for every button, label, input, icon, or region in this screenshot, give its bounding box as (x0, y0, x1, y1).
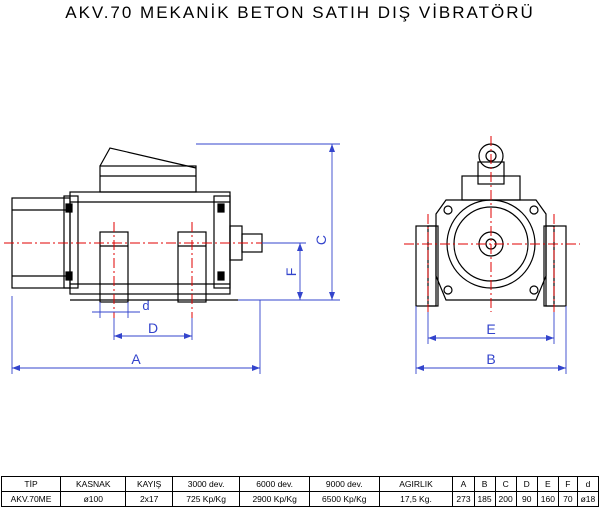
dim-label-e: E (486, 321, 495, 337)
col-header: D (515, 476, 538, 492)
col-header: E (536, 476, 559, 492)
table-cell: 6500 Kp/Kg (308, 491, 380, 507)
col-header: KAYIŞ (125, 476, 173, 492)
spec-table: TİP KASNAK KAYIŞ 3000 dev. 6000 dev. 900… (0, 476, 600, 507)
table-row: AKV.70ME ø100 2x17 725 Kp/Kg 2900 Kp/Kg … (0, 491, 600, 507)
front-centerlines (404, 136, 580, 312)
table-cell: ø100 (60, 491, 127, 507)
flange-left (63, 195, 79, 289)
spec-header-row: TİP KASNAK KAYIŞ 3000 dev. 6000 dev. 900… (0, 476, 600, 492)
col-header: d (576, 476, 600, 492)
table-cell: 160 (536, 491, 559, 507)
drawing-title: AKV.70 MEKANİK BETON SATIH DIŞ VİBRATÖRÜ (65, 3, 535, 22)
dim-label-D: D (148, 320, 158, 336)
table-cell: 2900 Kp/Kg (239, 491, 310, 507)
table-cell: 70 (557, 491, 578, 507)
col-header: AGIRLIK (378, 476, 454, 492)
technical-drawing: A D d C F E B (4, 136, 580, 374)
table-cell: 273 (452, 491, 475, 507)
col-header: 6000 dev. (239, 476, 310, 492)
side-dimensions (11, 143, 340, 374)
col-header: KASNAK (60, 476, 127, 492)
dim-label-c: C (313, 235, 329, 245)
front-dimensions (415, 306, 567, 374)
dim-label-f: F (283, 268, 299, 277)
front-foot-left (415, 225, 437, 307)
col-header: B (473, 476, 496, 492)
table-cell: 17,5 Kg. (378, 491, 454, 507)
table-cell: 200 (494, 491, 517, 507)
col-header: F (557, 476, 578, 492)
side-arrows (12, 144, 335, 371)
belt-guard (99, 147, 197, 169)
front-arrows (416, 335, 566, 371)
side-centerlines (4, 222, 296, 318)
table-cell: AKV.70ME (0, 491, 62, 507)
col-header: 9000 dev. (308, 476, 380, 492)
col-header: 3000 dev. (171, 476, 241, 492)
col-header: A (452, 476, 475, 492)
table-cell: ø18 (576, 491, 600, 507)
col-header: C (494, 476, 517, 492)
top-cover (99, 165, 197, 193)
table-cell: 725 Kp/Kg (171, 491, 241, 507)
dim-label-a: A (131, 351, 141, 367)
dim-label-d: d (142, 298, 149, 313)
table-cell: 2x17 (125, 491, 173, 507)
front-foot-right (545, 225, 567, 307)
dim-label-b: B (486, 351, 495, 367)
col-header: TİP (0, 476, 62, 492)
table-cell: 185 (473, 491, 496, 507)
side-view (11, 147, 263, 303)
table-cell: 90 (515, 491, 538, 507)
